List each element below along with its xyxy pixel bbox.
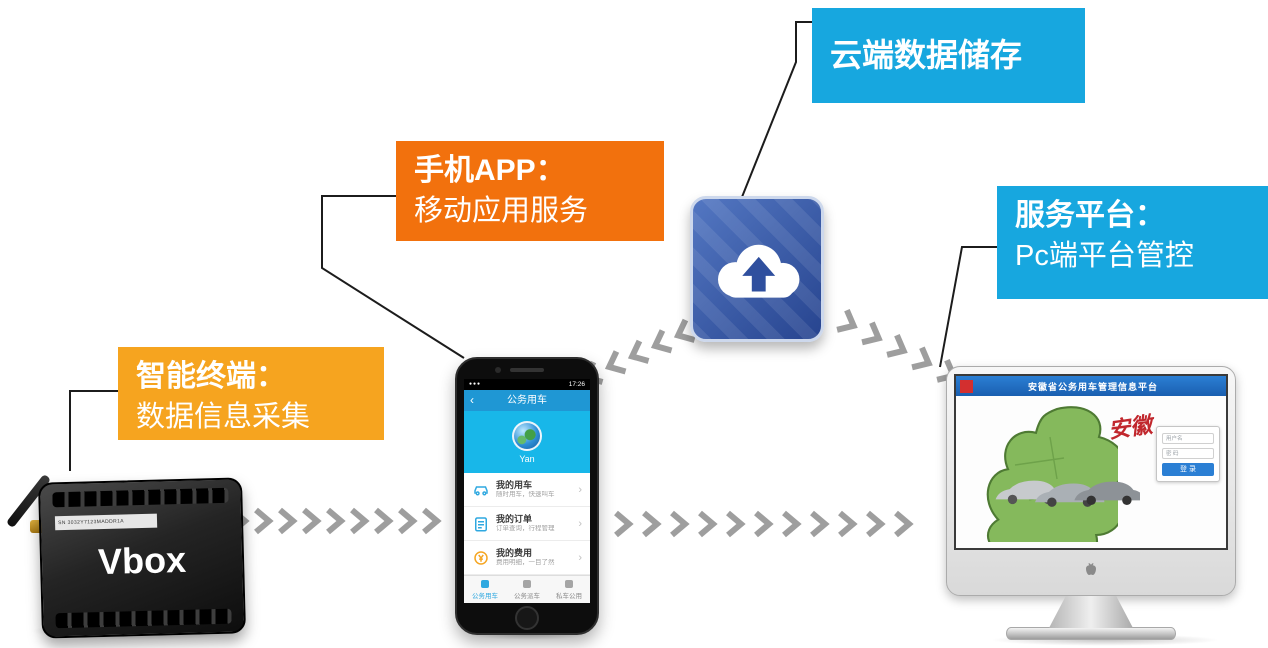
menu-item-text: 我的订单 订单查询，行程管理: [496, 514, 555, 532]
monitor-stand-base: [1006, 627, 1176, 640]
tab-private-car[interactable]: 私车公用: [548, 576, 590, 603]
callout-cloud-storage-title: 云端数据储存: [830, 36, 1023, 73]
monitor-frame: 安徽省公务用车管理信息平台 安徽: [946, 366, 1236, 596]
signal-icon: ●●●: [469, 381, 482, 387]
callout-service-platform-subtitle: Pc端平台管控: [1015, 239, 1194, 272]
back-icon[interactable]: ‹: [470, 393, 474, 407]
monitor-screen: 安徽省公务用车管理信息平台 安徽: [954, 374, 1228, 550]
tab-icon: [523, 580, 531, 588]
cars-graphic: [995, 480, 1140, 507]
smartphone-device: ●●● 17:26 ‹ 公务用车 Yan 我的用车 随时用车，快速叫车 ›: [455, 357, 599, 635]
login-panel: 用户名 密 码 登 录: [1156, 426, 1220, 482]
phone-nav-bar: ‹ 公务用车: [464, 390, 590, 411]
apple-logo-icon: [1086, 563, 1096, 575]
menu-item-my-car[interactable]: 我的用车 随时用车，快速叫车 ›: [464, 473, 590, 507]
chevron-right-icon: ›: [578, 551, 582, 564]
vbox-vent-slots-top: [52, 487, 229, 508]
vbox-brand-text: Vbox: [97, 538, 187, 583]
tab-icon: [481, 580, 489, 588]
vbox-vent-slots-bottom: [55, 608, 232, 629]
flow-phone-to-computer: [616, 513, 909, 535]
vbox-serial-sticker: SN 3032Y7123MADDR1A: [54, 513, 158, 531]
phone-clock: 17:26: [568, 381, 585, 388]
flow-cloud-to-computer: [837, 310, 958, 385]
vbox-device: SN 3032Y7123MADDR1A Vbox: [5, 468, 247, 640]
tab-dispatch[interactable]: 公务派车: [506, 576, 548, 603]
desktop-computer: 安徽省公务用车管理信息平台 安徽: [946, 366, 1236, 640]
vbox-body: SN 3032Y7123MADDR1A Vbox: [37, 477, 247, 639]
callout-mobile-app-title: 手机APP：: [414, 154, 566, 187]
tab-official-car[interactable]: 公务用车: [464, 576, 506, 603]
website-header: 安徽省公务用车管理信息平台: [956, 376, 1226, 396]
callout-service-platform-title: 服务平台：: [1015, 199, 1165, 232]
connector-app-line: [321, 195, 465, 359]
flow-vbox-to-phone: [232, 510, 437, 532]
site-title: 安徽省公务用车管理信息平台: [1027, 381, 1158, 392]
avatar[interactable]: [512, 420, 542, 451]
phone-nav-title: 公务用车: [507, 395, 547, 406]
monitor-chin: [954, 550, 1228, 588]
callout-smart-terminal: 智能终端： 数据信息采集: [118, 347, 384, 440]
callout-smart-terminal-title: 智能终端：: [136, 360, 286, 393]
cloud-upload-icon: [718, 244, 800, 298]
car-icon: [474, 485, 488, 495]
document-icon: [475, 516, 487, 531]
phone-screen: ●●● 17:26 ‹ 公务用车 Yan 我的用车 随时用车，快速叫车 ›: [464, 379, 590, 603]
monitor-stand-neck: [1049, 596, 1133, 628]
callout-mobile-app-subtitle: 移动应用服务: [414, 194, 589, 227]
username-field[interactable]: 用户名: [1162, 433, 1214, 444]
callout-smart-terminal-subtitle: 数据信息采集: [136, 400, 311, 433]
menu-item-my-expenses[interactable]: 我的费用 费用明细，一目了然 ›: [464, 541, 590, 575]
cloud-storage-icon: [690, 196, 824, 342]
site-logo: [960, 379, 973, 393]
user-name: Yan: [519, 453, 535, 464]
phone-profile-section: Yan: [464, 411, 590, 473]
callout-cloud-storage: 云端数据储存: [812, 8, 1085, 103]
connector-platform-line: [939, 246, 997, 368]
chevron-right-icon: ›: [578, 483, 582, 496]
tab-icon: [565, 580, 573, 588]
home-button[interactable]: [515, 606, 539, 630]
callout-mobile-app: 手机APP： 移动应用服务: [396, 141, 664, 241]
phone-speaker-icon: [510, 368, 544, 372]
connector-cloud-line: [741, 21, 812, 198]
phone-tab-bar: 公务用车 公务派车 私车公用: [464, 575, 590, 603]
chevron-right-icon: ›: [578, 517, 582, 530]
map-caption-calligraphy: 安徽: [1106, 412, 1154, 443]
phone-camera-icon: [495, 367, 501, 373]
menu-item-text: 我的用车 随时用车，快速叫车: [496, 480, 555, 498]
website-body: 安徽: [956, 396, 1226, 548]
phone-status-bar: ●●● 17:26: [464, 379, 590, 390]
callout-service-platform: 服务平台： Pc端平台管控: [997, 186, 1268, 299]
yuan-coin-icon: [474, 550, 488, 565]
password-field[interactable]: 密 码: [1162, 448, 1214, 459]
connector-terminal-line: [69, 390, 118, 471]
menu-item-text: 我的费用 费用明细，一目了然: [496, 548, 555, 566]
menu-item-my-orders[interactable]: 我的订单 订单查询，行程管理 ›: [464, 507, 590, 541]
login-button[interactable]: 登 录: [1162, 463, 1214, 476]
